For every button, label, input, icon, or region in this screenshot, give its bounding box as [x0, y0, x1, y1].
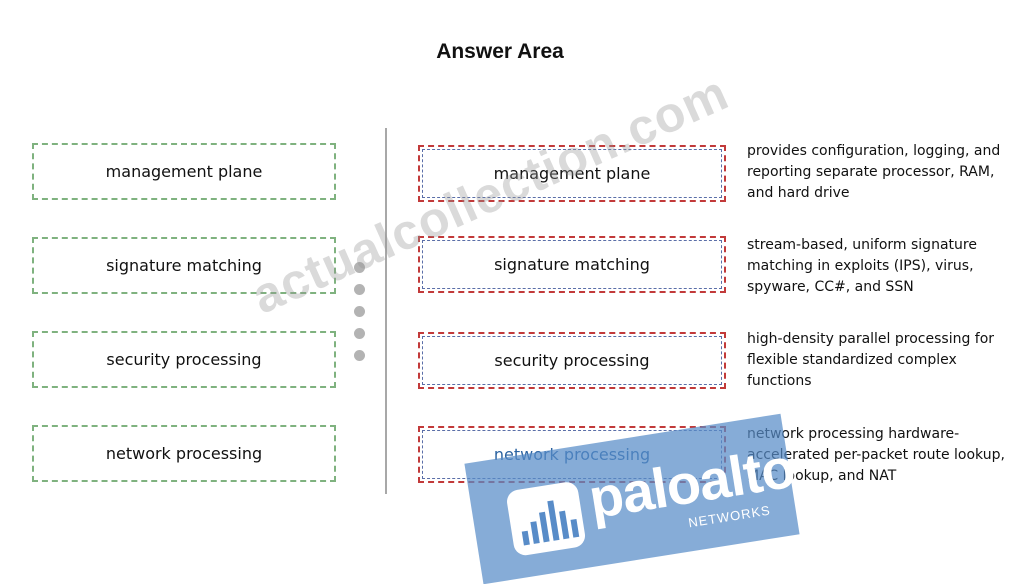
source-item-management-plane[interactable]: management plane [32, 143, 336, 200]
description-security-processing: high-density parallel processing for fle… [747, 331, 995, 389]
answer-area-title: Answer Area [436, 40, 564, 63]
description-management-plane: provides configuration, logging, and rep… [747, 143, 1001, 201]
target-slot-signature-matching[interactable]: signature matching [418, 236, 726, 293]
target-slot-management-plane[interactable]: management plane [418, 145, 726, 202]
divider [385, 128, 387, 494]
source-item-signature-matching[interactable]: signature matching [32, 237, 336, 294]
description-signature-matching: stream-based, uniform signature matching… [747, 237, 977, 295]
target-slot-security-processing[interactable]: security processing [418, 332, 726, 389]
logo-mark-icon [505, 480, 587, 557]
drag-handle-icon[interactable] [354, 262, 366, 372]
source-item-security-processing[interactable]: security processing [32, 331, 336, 388]
source-item-network-processing[interactable]: network processing [32, 425, 336, 482]
